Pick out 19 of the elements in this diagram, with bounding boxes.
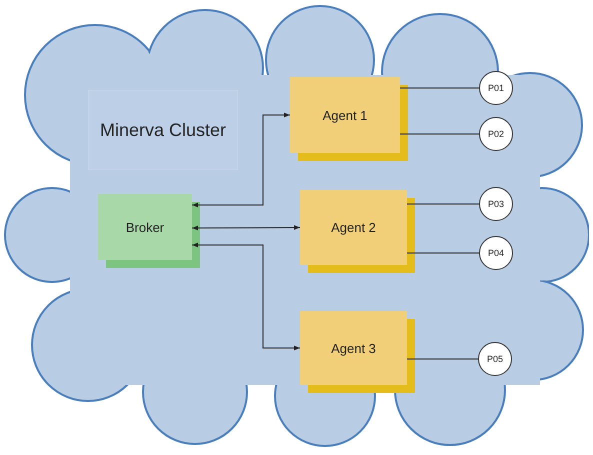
node-label: Agent 1 — [322, 108, 368, 122]
process-box — [98, 194, 192, 260]
node-label: Minerva Cluster — [100, 120, 226, 140]
process-box — [300, 190, 407, 265]
node-label: P04 — [488, 248, 504, 258]
node-label: P03 — [488, 199, 504, 209]
connector-arrow — [192, 225, 300, 230]
connector-line — [406, 252, 480, 254]
node-label: P02 — [488, 129, 504, 139]
connector-line — [406, 358, 478, 360]
connector-arrow — [192, 112, 290, 208]
node-label: Agent 2 — [331, 220, 376, 235]
process-box — [290, 77, 400, 153]
node-label: Broker — [126, 220, 164, 234]
connector-arrow — [192, 242, 300, 350]
process-box — [300, 311, 407, 385]
node-label: Agent 3 — [331, 340, 376, 356]
node-label: P01 — [488, 83, 504, 93]
node-label: P05 — [486, 354, 503, 364]
